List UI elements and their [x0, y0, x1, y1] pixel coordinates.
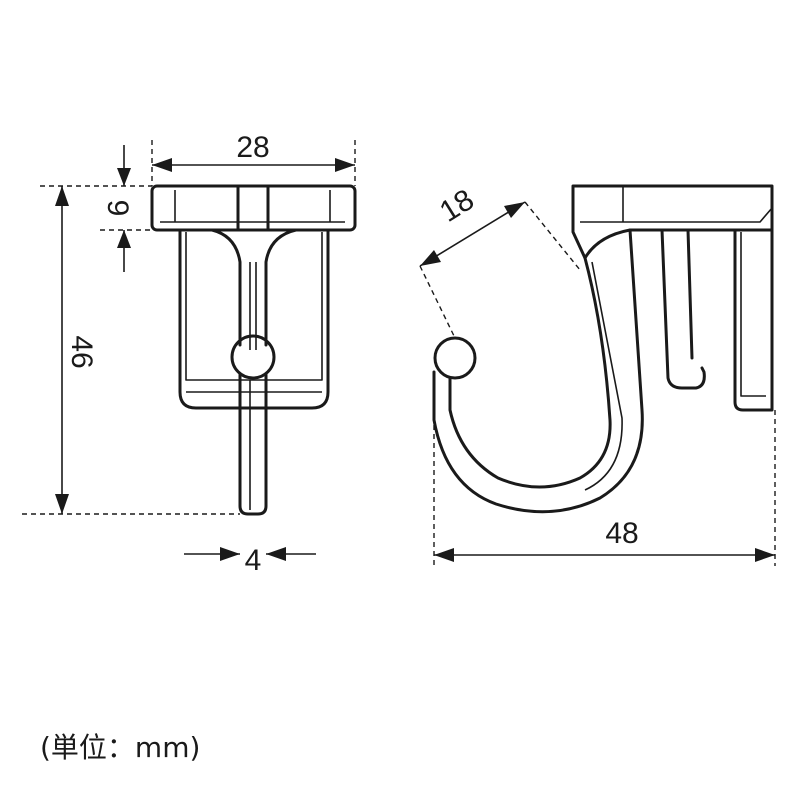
front-neck — [210, 228, 298, 347]
side-hook-inner — [584, 261, 623, 491]
side-back-prong — [733, 228, 774, 412]
side-back-prong-inner — [740, 232, 766, 397]
front-flange — [150, 184, 357, 232]
dim-label-48: 48 — [605, 517, 638, 550]
dim-total-height: 46 — [22, 186, 240, 515]
dim-hook-reach: 18 — [419, 183, 581, 339]
side-spring-clip — [660, 228, 706, 390]
dim-label-18: 18 — [434, 183, 480, 229]
front-ball — [230, 334, 276, 380]
side-ball — [433, 336, 477, 380]
dim-total-depth: 48 — [433, 380, 776, 566]
dim-label-28: 28 — [236, 131, 269, 164]
front-flange-detail — [160, 190, 345, 223]
front-boss — [236, 184, 270, 232]
side-view — [432, 184, 774, 514]
side-top-detail — [580, 186, 773, 223]
dim-label-9: 9 — [101, 200, 134, 217]
dim-label-4: 4 — [245, 544, 262, 577]
front-view — [150, 184, 357, 516]
dim-label-46: 46 — [65, 335, 98, 368]
front-body-inner — [185, 232, 323, 381]
side-hook — [432, 228, 644, 514]
front-rod — [238, 372, 268, 516]
dim-flange-height: 9 — [40, 145, 152, 272]
unit-label: (単位：mm) — [40, 731, 201, 764]
dim-rod-diameter: 4 — [184, 544, 316, 577]
dim-front-width: 28 — [151, 131, 356, 186]
front-body — [178, 228, 330, 410]
